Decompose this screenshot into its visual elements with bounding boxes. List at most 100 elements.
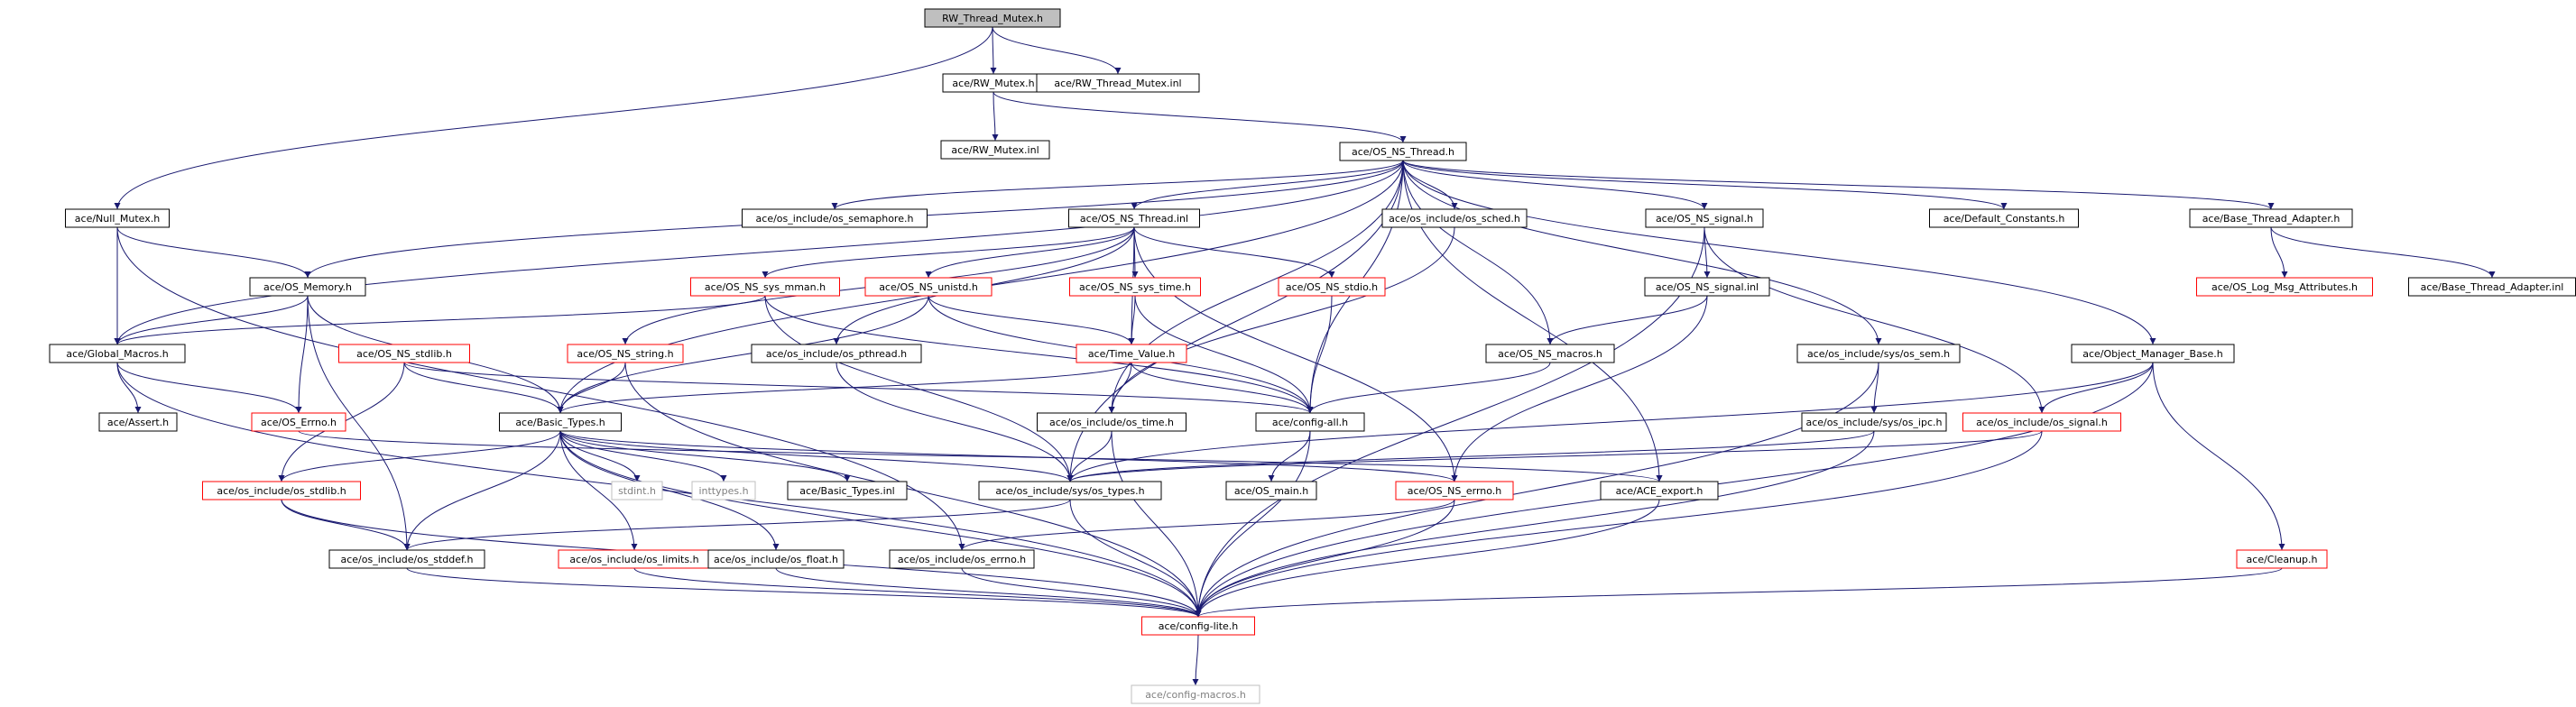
node-ace-os-ns-signal-h[interactable]: ace/OS_NS_signal.h <box>1645 208 1764 228</box>
edge-rw-thread-mutex-h-to-ace-null-mutex-h <box>114 26 993 210</box>
edge-ace-os-ns-sys-mman-h-to-ace-config-all-h <box>764 295 1314 414</box>
edge-ace-os-include-os-time-h-to-ace-os-include-sys-os-types-h <box>1066 430 1113 482</box>
node-ace-time-value-h[interactable]: ace/Time_Value.h <box>1076 344 1187 363</box>
node-ace-config-lite-h[interactable]: ace/config-lite.h <box>1141 616 1255 636</box>
node-ace-basic-types-inl[interactable]: ace/Basic_Types.inl <box>787 481 908 500</box>
node-label: ace/os_include/os_limits.h <box>569 554 698 565</box>
node-ace-os-ns-macros-h[interactable]: ace/OS_NS_macros.h <box>1485 344 1615 363</box>
node-ace-ace-export-h[interactable]: ace/ACE_export.h <box>1600 481 1719 500</box>
node-box <box>707 549 845 569</box>
node-label: ace/config-macros.h <box>1145 689 1246 701</box>
node-label: ace/Basic_Types.inl <box>799 485 894 497</box>
node-ace-os-include-sys-os-ipc-h[interactable]: ace/os_include/sys/os_ipc.h <box>1801 412 1947 432</box>
node-stdint-h[interactable]: stdint.h <box>611 481 663 500</box>
node-ace-os-ns-stdio-h[interactable]: ace/OS_NS_stdio.h <box>1278 277 1386 297</box>
edge-ace-os-include-sys-os-types-h-to-ace-config-lite-h <box>1069 499 1202 618</box>
edge-ace-os-ns-thread-h-to-ace-default-constants-h <box>1402 160 2008 210</box>
node-ace-os-include-os-semaphore-h[interactable]: ace/os_include/os_semaphore.h <box>742 208 928 228</box>
node-ace-rw-thread-mutex-inl[interactable]: ace/RW_Thread_Mutex.inl <box>1036 73 1200 93</box>
node-box <box>1069 277 1201 297</box>
edge-ace-os-memory-h-to-ace-os-include-os-stddef-h <box>307 295 411 551</box>
edge-ace-os-ns-thread-h-to-ace-os-include-os-time-h <box>1108 160 1404 414</box>
node-label: ace/OS_NS_sys_time.h <box>1079 281 1191 293</box>
node-label: ace/OS_NS_errno.h <box>1408 485 1502 497</box>
node-ace-os-ns-sys-time-h[interactable]: ace/OS_NS_sys_time.h <box>1069 277 1201 297</box>
node-box <box>1339 142 1467 161</box>
node-ace-base-thread-adapter-h[interactable]: ace/Base_Thread_Adapter.h <box>2189 208 2353 228</box>
node-ace-os-include-os-stdlib-h[interactable]: ace/os_include/os_stdlib.h <box>202 481 361 500</box>
node-ace-os-ns-signal-inl[interactable]: ace/OS_NS_signal.inl <box>1644 277 1770 297</box>
node-label: ace/Cleanup.h <box>2247 554 2318 565</box>
node-label: ace/config-all.h <box>1272 417 1348 428</box>
node-ace-null-mutex-h[interactable]: ace/Null_Mutex.h <box>65 208 170 228</box>
node-label: ace/RW_Thread_Mutex.inl <box>1054 78 1181 89</box>
edge-ace-os-errno-h-to-ace-ace-export-h <box>298 430 1663 482</box>
edge-ace-basic-types-h-to-inttypes-h <box>559 430 727 482</box>
node-label: ace/os_include/os_semaphore.h <box>756 213 914 225</box>
node-ace-os-include-os-float-h[interactable]: ace/os_include/os_float.h <box>707 549 845 569</box>
edge-ace-object-manager-base-h-to-ace-os-include-sys-os-types-h <box>1066 362 2154 482</box>
node-ace-os-include-os-limits-h[interactable]: ace/os_include/os_limits.h <box>558 549 711 569</box>
edge-ace-object-manager-base-h-to-ace-os-include-os-signal-h <box>2038 362 2154 414</box>
node-ace-os-main-h[interactable]: ace/OS_main.h <box>1225 481 1317 500</box>
node-label: ace/RW_Mutex.h <box>952 78 1034 89</box>
node-ace-object-manager-base-h[interactable]: ace/Object_Manager_Base.h <box>2071 344 2235 363</box>
node-box <box>567 344 684 363</box>
node-ace-os-include-os-errno-h[interactable]: ace/os_include/os_errno.h <box>889 549 1035 569</box>
node-label: ace/os_include/sys/os_ipc.h <box>1806 417 1943 428</box>
node-ace-assert-h[interactable]: ace/Assert.h <box>98 412 178 432</box>
node-ace-os-include-os-pthread-h[interactable]: ace/os_include/os_pthread.h <box>751 344 922 363</box>
node-ace-os-log-msg-attributes-h[interactable]: ace/OS_Log_Msg_Attributes.h <box>2196 277 2373 297</box>
node-rw-thread-mutex-h[interactable]: RW_Thread_Mutex.h <box>924 8 1061 28</box>
node-ace-os-include-os-time-h[interactable]: ace/os_include/os_time.h <box>1037 412 1186 432</box>
node-label: ace/Base_Thread_Adapter.h <box>2202 213 2341 225</box>
node-ace-os-include-os-signal-h[interactable]: ace/os_include/os_signal.h <box>1962 412 2121 432</box>
edge-ace-time-value-h-to-ace-basic-types-h <box>557 362 1132 414</box>
node-ace-os-ns-thread-h[interactable]: ace/OS_NS_Thread.h <box>1339 142 1467 161</box>
node-box <box>611 481 663 500</box>
node-box <box>864 277 993 297</box>
node-box <box>1381 208 1528 228</box>
edge-ace-os-ns-sys-mman-h-to-ace-os-include-sys-os-types-h <box>764 295 1074 482</box>
edge-ace-global-macros-h-to-ace-assert-h <box>116 362 142 414</box>
node-box <box>978 481 1162 500</box>
node-box <box>691 481 756 500</box>
node-ace-os-ns-thread-inl[interactable]: ace/OS_NS_Thread.inl <box>1068 208 1200 228</box>
node-ace-rw-mutex-h[interactable]: ace/RW_Mutex.h <box>942 73 1045 93</box>
node-ace-os-ns-string-h[interactable]: ace/OS_NS_string.h <box>567 344 684 363</box>
node-ace-base-thread-adapter-inl[interactable]: ace/Base_Thread_Adapter.inl <box>2408 277 2576 297</box>
edge-ace-os-include-os-pthread-h-to-ace-os-include-sys-os-types-h <box>836 362 1074 482</box>
node-ace-config-macros-h[interactable]: ace/config-macros.h <box>1131 684 1260 704</box>
node-label: ace/os_include/os_time.h <box>1049 417 1174 428</box>
node-ace-rw-mutex-inl[interactable]: ace/RW_Mutex.inl <box>940 140 1050 160</box>
node-label: ace/config-lite.h <box>1159 620 1239 632</box>
node-box <box>1131 684 1260 704</box>
node-ace-os-errno-h[interactable]: ace/OS_Errno.h <box>251 412 346 432</box>
node-box <box>1645 208 1764 228</box>
node-ace-basic-types-h[interactable]: ace/Basic_Types.h <box>499 412 622 432</box>
node-ace-os-include-os-sched-h[interactable]: ace/os_include/os_sched.h <box>1381 208 1528 228</box>
node-ace-os-ns-sys-mman-h[interactable]: ace/OS_NS_sys_mman.h <box>690 277 840 297</box>
node-label: ace/os_include/os_errno.h <box>898 554 1026 565</box>
node-box <box>1076 344 1187 363</box>
node-ace-os-ns-errno-h[interactable]: ace/OS_NS_errno.h <box>1395 481 1514 500</box>
edge-ace-os-ns-stdlib-h-to-ace-basic-types-h <box>403 362 564 414</box>
node-ace-os-include-sys-os-sem-h[interactable]: ace/os_include/sys/os_sem.h <box>1796 344 1961 363</box>
node-ace-cleanup-h[interactable]: ace/Cleanup.h <box>2236 549 2328 569</box>
node-inttypes-h[interactable]: inttypes.h <box>691 481 756 500</box>
node-ace-global-macros-h[interactable]: ace/Global_Macros.h <box>49 344 186 363</box>
node-ace-os-ns-stdlib-h[interactable]: ace/OS_NS_stdlib.h <box>338 344 470 363</box>
node-label: ace/Null_Mutex.h <box>75 213 160 225</box>
node-ace-os-include-os-stddef-h[interactable]: ace/os_include/os_stddef.h <box>328 549 485 569</box>
node-box <box>251 412 346 432</box>
edge-ace-os-include-sys-os-sem-h-to-ace-config-lite-h <box>1195 362 1879 618</box>
edge-ace-os-ns-unistd-h-to-ace-time-value-h <box>928 295 1135 345</box>
edge-ace-os-ns-unistd-h-to-ace-basic-types-h <box>557 295 929 414</box>
node-ace-os-memory-h[interactable]: ace/OS_Memory.h <box>249 277 366 297</box>
node-ace-config-all-h[interactable]: ace/config-all.h <box>1255 412 1365 432</box>
edge-ace-os-ns-thread-inl-to-ace-os-ns-unistd-h <box>925 226 1135 279</box>
node-ace-os-include-sys-os-types-h[interactable]: ace/os_include/sys/os_types.h <box>978 481 1162 500</box>
node-box <box>787 481 908 500</box>
node-ace-os-ns-unistd-h[interactable]: ace/OS_NS_unistd.h <box>864 277 993 297</box>
node-ace-default-constants-h[interactable]: ace/Default_Constants.h <box>1929 208 2079 228</box>
